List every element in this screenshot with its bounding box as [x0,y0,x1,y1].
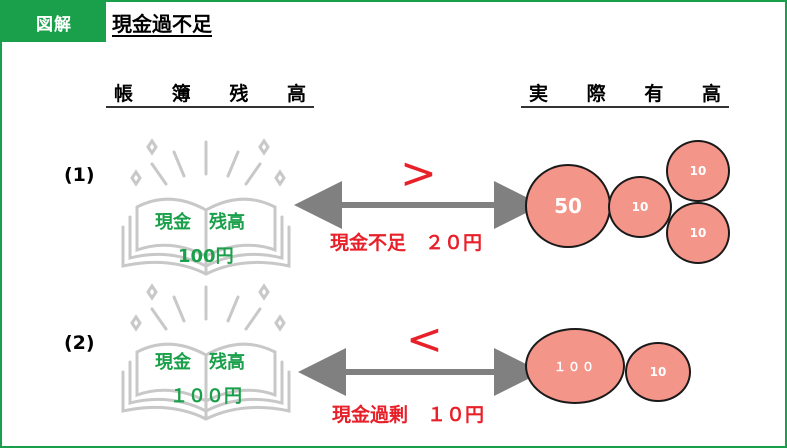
actual-header-char: 際 [586,82,606,105]
book-amount-2: １００円 [170,386,242,407]
row-number-2: (2) [64,332,95,354]
book-amount-1: 100円 [178,246,234,267]
less-than-symbol: < [406,314,443,365]
coin-50: 50 [525,164,611,248]
book-header-char: 帳 [114,82,134,105]
coin-10: 10 [666,202,730,264]
actual-balance-header: 実 際 有 高 [521,78,729,108]
shortage-label: 現金不足 ２０円 [330,232,483,254]
row-number-1: (1) [64,164,95,186]
actual-header-char: 高 [701,82,721,105]
book-icon-1 [121,138,291,276]
book-label-2: 現金 残高 [155,352,245,373]
actual-header-char: 実 [529,82,549,105]
coin-10: 10 [608,176,672,238]
coin-10: 10 [625,342,691,402]
coin-10: 10 [666,140,730,202]
coin-100: １００ [525,328,625,404]
book-header-char: 残 [229,82,249,105]
section-badge: 図解 [2,2,106,42]
book-header-char: 簿 [171,82,191,105]
overage-label: 現金過剰 １０円 [332,404,485,426]
book-icon-2 [121,283,291,421]
greater-than-symbol: > [400,148,437,199]
book-label-1: 現金 残高 [155,212,245,233]
book-balance-header: 帳 簿 残 高 [106,78,314,108]
page-title: 現金過不足 [112,12,212,36]
actual-header-char: 有 [644,82,664,105]
book-header-char: 高 [286,82,306,105]
